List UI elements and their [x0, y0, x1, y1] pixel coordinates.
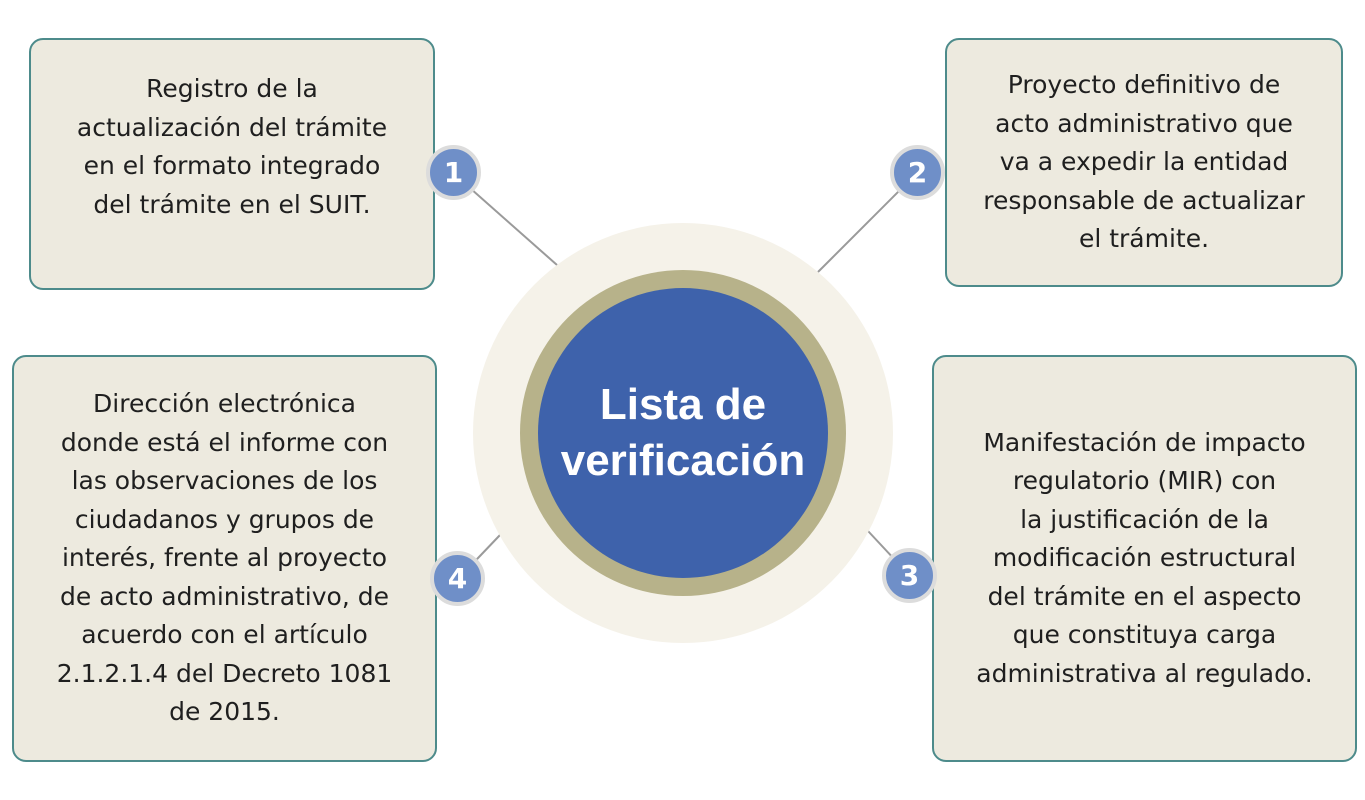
item-2-text-line: Proyecto definitivo de: [1007, 70, 1281, 100]
item-4-text-line: Dirección electrónica: [93, 389, 356, 419]
center-title-line-2: verificación: [560, 436, 806, 485]
number-badge-4: 4: [430, 551, 485, 606]
number-badge-3: 3: [882, 548, 937, 603]
item-box-4: Dirección electrónica donde está el info…: [12, 355, 437, 762]
item-box-1: Registro de la actualización del trámite…: [29, 38, 435, 290]
item-3-text-line: del trámite en el aspecto: [987, 581, 1302, 611]
item-4-text-line: las observaciones de los: [71, 466, 378, 496]
item-1-text-line: del trámite en el SUIT.: [93, 189, 371, 219]
item-3-text-line: modificación estructural: [992, 543, 1297, 573]
item-3-text-line: que constituya carga: [1012, 620, 1277, 650]
center-title-line-1: Lista de: [599, 380, 767, 429]
item-4-text-line: 2.1.2.1.4 del Decreto 1081: [56, 658, 393, 688]
item-4-text-line: de acto administrativo, de: [60, 581, 389, 611]
center-title: Lista de verificación: [538, 288, 828, 578]
item-2-text-line: responsable de actualizar: [983, 185, 1305, 215]
item-3-text-line: administrativa al regulado.: [976, 658, 1313, 688]
item-1-text-line: en el formato integrado: [83, 151, 381, 180]
item-4-text-line: donde está el informe con: [60, 427, 389, 457]
number-badge-1: 1: [426, 145, 481, 200]
item-3-text-line: Manifestación de impacto: [983, 427, 1306, 457]
item-2-text-line: acto administrativo que: [995, 108, 1293, 138]
item-box-3: Manifestación de impacto regulatorio (MI…: [932, 355, 1357, 762]
item-3-text-line: regulatorio (MIR) con: [1012, 466, 1277, 496]
item-1-text-line: actualización del trámite: [76, 112, 388, 142]
item-2-text-line: el trámite.: [1078, 224, 1210, 254]
item-1-text-line: Registro de la: [146, 74, 318, 103]
number-badge-2: 2: [890, 145, 945, 200]
item-2-text-line: va a expedir la entidad: [999, 147, 1289, 177]
item-4-text-line: acuerdo con el artículo: [81, 620, 368, 650]
item-4-text-line: interés, frente al proyecto: [61, 543, 387, 573]
item-3-text-line: la justificación de la: [1020, 504, 1269, 534]
item-4-text-line: de 2015.: [169, 697, 280, 727]
item-4-text-line: ciudadanos y grupos de: [74, 504, 375, 534]
item-box-2: Proyecto definitivo de acto administrati…: [945, 38, 1343, 287]
